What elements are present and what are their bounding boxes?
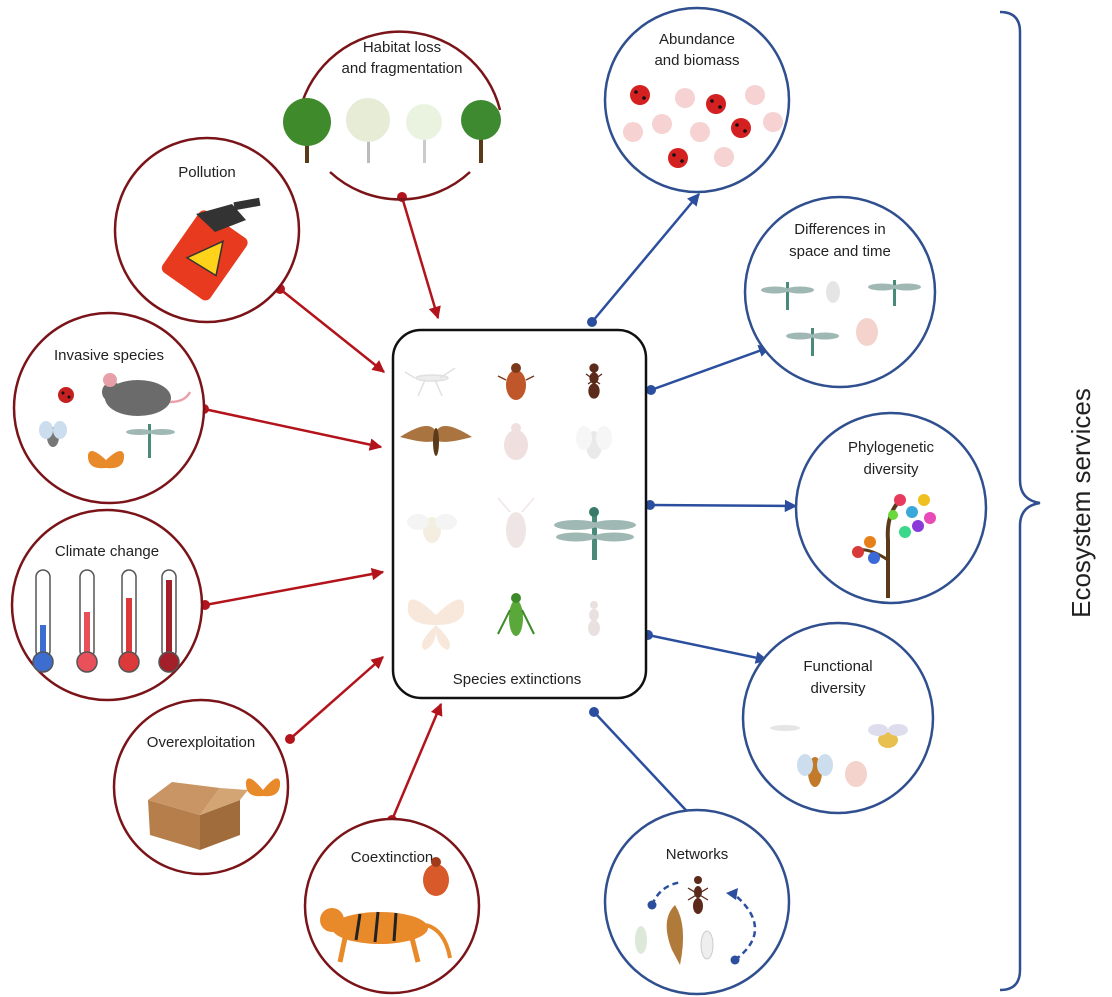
- habitat-loss-node: Habitat loss and fragmentation: [283, 30, 502, 201]
- arrow-differences-dot: [646, 385, 656, 395]
- thermometers-icon: [32, 569, 180, 673]
- arrow-phylogenetic: [649, 499, 798, 513]
- moth-icon: [400, 426, 472, 456]
- species-extinctions-box: Species extinctions: [391, 328, 648, 700]
- ladybugs-icon: [623, 85, 783, 168]
- faded-bug-icon: [504, 423, 528, 460]
- mosquito-icon: [404, 367, 456, 397]
- functional-label-1: Functional: [803, 658, 872, 675]
- mouse-and-insects-icon: [39, 373, 192, 469]
- arrow-abundance: [591, 193, 700, 323]
- arrow-functional: [647, 633, 769, 664]
- faded-ant-icon: [588, 601, 600, 636]
- functional-node: Functional diversity: [741, 621, 935, 815]
- networks-node: Networks: [603, 808, 791, 996]
- arrow-habitat-loss: [400, 196, 441, 320]
- invasive-species-node: Invasive species: [12, 311, 206, 505]
- arrow-networks-dot: [589, 707, 599, 717]
- climate-change-node: Climate change: [10, 508, 204, 702]
- differences-node: Differences in space and time: [743, 195, 937, 389]
- driver-arrows: [199, 192, 443, 825]
- coextinction-node: Coextinction: [303, 817, 481, 995]
- grasshopper-icon: [497, 593, 535, 636]
- overexploitation-node: Overexploitation: [112, 698, 290, 876]
- faded-fly-icon: [576, 426, 612, 459]
- coextinction-label: Coextinction: [351, 849, 434, 866]
- box-and-butterfly-icon: [148, 778, 281, 850]
- abundance-label-1: Abundance: [659, 31, 735, 48]
- ecosystem-services-bracket: [999, 10, 1041, 992]
- differences-label-2: space and time: [789, 243, 891, 260]
- insect-grid-icon: [400, 363, 636, 650]
- arrow-networks: [593, 711, 698, 823]
- functional-label-2: diversity: [810, 680, 866, 697]
- arrow-overexploitation-dot: [285, 734, 295, 744]
- habitat-loss-label-2: and fragmentation: [342, 60, 463, 77]
- arrow-pollution: [279, 288, 385, 373]
- ecosystem-services-label: Ecosystem services: [1066, 388, 1096, 618]
- center-label: Species extinctions: [453, 671, 581, 688]
- differences-label-1: Differences in: [794, 221, 885, 238]
- arrow-differences: [650, 344, 772, 392]
- arrow-overexploitation: [289, 656, 384, 740]
- dragonflies-icon: [761, 280, 921, 356]
- outcome-arrows: [587, 193, 798, 823]
- habitat-loss-label-1: Habitat loss: [363, 39, 441, 56]
- arrow-abundance-dot: [587, 317, 597, 327]
- faded-cockroach-icon: [497, 497, 535, 548]
- dragonfly-icon: [554, 507, 636, 560]
- spray-bottle-icon: [161, 197, 261, 301]
- tiger-and-bug-icon: [320, 857, 452, 963]
- phylogenetic-label-1: Phylogenetic: [848, 439, 934, 456]
- colorful-tree-icon: [852, 494, 936, 598]
- faded-butterfly-icon: [407, 599, 465, 650]
- phylogenetic-label-2: diversity: [863, 461, 919, 478]
- climate-change-label: Climate change: [55, 543, 159, 560]
- overexploitation-label: Overexploitation: [147, 734, 255, 751]
- insect-network-icon: [635, 876, 757, 965]
- arrow-climate: [204, 567, 385, 607]
- beetle-icon: [497, 363, 535, 400]
- pollution-label: Pollution: [178, 164, 236, 181]
- ant-icon: [585, 363, 603, 399]
- networks-label: Networks: [666, 846, 729, 863]
- arrow-phylogenetic-dot: [645, 500, 655, 510]
- phylogenetic-node: Phylogenetic diversity: [794, 411, 988, 605]
- abundance-node: Abundance and biomass: [603, 6, 791, 194]
- mixed-insects-icon: [770, 724, 908, 787]
- trees-icon: [283, 98, 501, 163]
- arrow-coextinction: [390, 702, 443, 821]
- faded-fly2-icon: [407, 514, 457, 543]
- invasive-species-label: Invasive species: [54, 347, 164, 364]
- pollution-node: Pollution: [113, 136, 301, 324]
- arrow-invasive: [203, 407, 383, 451]
- abundance-label-2: and biomass: [654, 52, 739, 69]
